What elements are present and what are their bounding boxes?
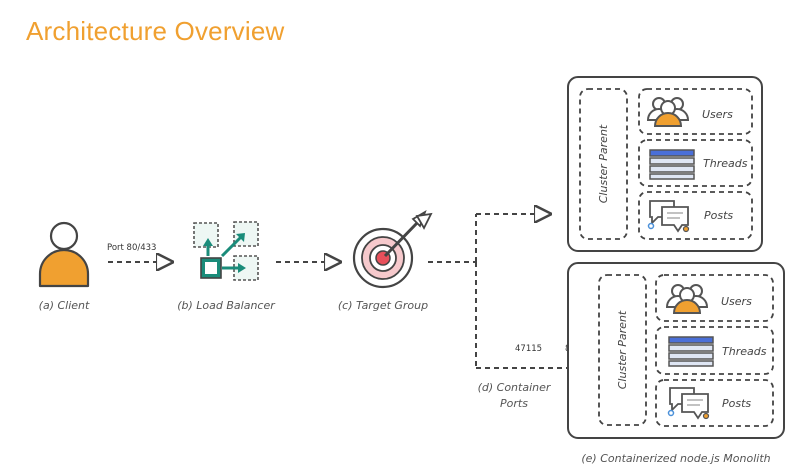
threads-list-icon bbox=[649, 149, 695, 180]
load-balancer-label: (b) Load Balancer bbox=[177, 299, 276, 312]
host-port-label: 47115 bbox=[515, 344, 542, 354]
client-node: (a) Client bbox=[38, 221, 90, 312]
container-ports-line1: (d) Container bbox=[478, 381, 552, 394]
cluster-parent-label: Cluster Parent bbox=[616, 310, 629, 389]
client-label: (a) Client bbox=[39, 299, 90, 312]
service-label: Threads bbox=[703, 157, 748, 170]
target-icon bbox=[352, 209, 433, 289]
threads-list-icon bbox=[668, 336, 714, 367]
service-label: Posts bbox=[704, 209, 733, 222]
service-label: Posts bbox=[722, 397, 751, 410]
cluster-2: Cluster Parent Users Threads Posts bbox=[567, 262, 785, 439]
service-label: Users bbox=[702, 108, 733, 121]
service-posts: Posts bbox=[638, 191, 753, 240]
user-icon bbox=[38, 221, 90, 288]
service-threads: Threads bbox=[655, 326, 774, 375]
service-users: Users bbox=[638, 88, 753, 135]
container-ports-line2: Ports bbox=[500, 397, 528, 410]
load-balancer-icon bbox=[193, 221, 259, 281]
container-ports-label: (d) Container Ports bbox=[478, 381, 552, 410]
service-label: Threads bbox=[722, 345, 767, 358]
target-group-node: (c) Target Group bbox=[338, 209, 433, 312]
edge-client-to-lb: Port 80/433 bbox=[107, 243, 172, 262]
service-threads: Threads bbox=[638, 139, 753, 187]
page-title: Architecture Overview bbox=[26, 16, 285, 46]
port-80-433-label: Port 80/433 bbox=[107, 243, 156, 253]
service-users: Users bbox=[655, 274, 774, 322]
load-balancer-node: (b) Load Balancer bbox=[177, 221, 276, 312]
cluster-1: Cluster Parent Users Threads Posts bbox=[567, 76, 763, 252]
service-label: Users bbox=[721, 295, 752, 308]
service-posts: Posts bbox=[655, 379, 774, 427]
target-group-label: (c) Target Group bbox=[338, 299, 428, 312]
cluster-parent-label: Cluster Parent bbox=[597, 124, 610, 203]
monolith-label: (e) Containerized node.js Monolith bbox=[581, 452, 770, 465]
